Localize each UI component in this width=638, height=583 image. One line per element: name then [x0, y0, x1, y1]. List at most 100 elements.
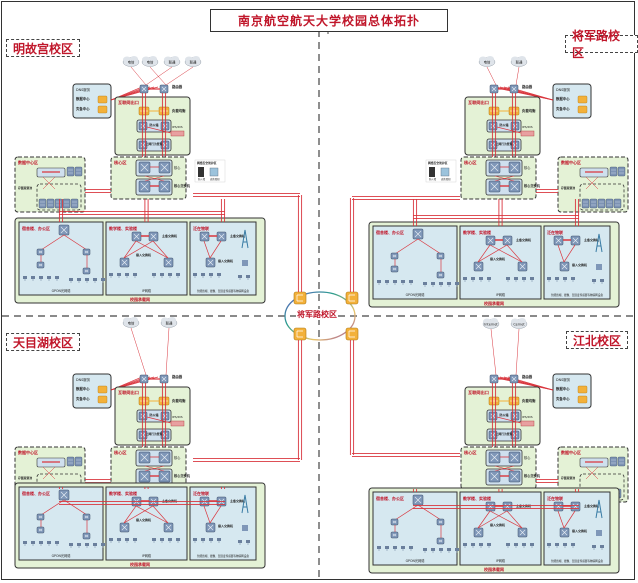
core-switch-icon-glyph — [160, 182, 169, 191]
load-balancer-label: 负载均衡 — [172, 398, 186, 403]
ips-link — [496, 416, 522, 424]
isp-link — [165, 327, 170, 376]
access-link — [152, 505, 169, 524]
terminal-icon — [479, 277, 483, 280]
terminal-icon — [401, 546, 405, 549]
terminal-icon — [217, 538, 221, 541]
agg-switch-icon-glyph — [555, 237, 562, 244]
storage-server-icon — [38, 198, 47, 209]
isp-cloud-label: Internet — [484, 323, 498, 327]
access-zone-panel — [459, 225, 542, 300]
access-zone-title: 泛在物联 — [547, 229, 563, 235]
terminal-icon — [522, 277, 526, 280]
iot-terminal-icon — [246, 540, 250, 543]
terminal-icon — [47, 541, 51, 544]
access-switch-label: 接入交换机 — [490, 522, 505, 527]
core-router-icon-glyph — [490, 453, 499, 462]
behavior-mgmt-icon-glyph — [162, 142, 168, 148]
access-switch-label: 接入交换机 — [136, 517, 151, 522]
access-link — [152, 240, 169, 259]
dc-server-icon — [74, 166, 83, 177]
campus-label-bl: 天目湖校区 — [6, 333, 81, 351]
iot-terminal-icon — [238, 540, 242, 543]
terminal-icon — [431, 548, 435, 551]
agg-switch-icon-glyph — [218, 233, 225, 240]
load-balancer-icon-glyph — [490, 108, 498, 114]
terminal-icon — [23, 541, 27, 544]
terminal-icon — [377, 280, 381, 283]
olt-icon-glyph — [414, 230, 422, 238]
dns-server-icon — [577, 105, 588, 114]
isp-cloud: 电信 — [478, 56, 496, 67]
security-item: 态势感知 — [210, 177, 220, 181]
router-icon-glyph — [141, 86, 147, 92]
isp-cloud-label: 电信 — [484, 60, 491, 65]
dc-server-icon — [66, 166, 75, 177]
splitter-icon-glyph — [84, 250, 89, 254]
isp-cloud: 联通 — [510, 56, 528, 67]
access-zone-title: 泛在物联 — [547, 495, 563, 501]
terminal-icon — [377, 546, 381, 549]
agg-switch-label: 主备交换机 — [584, 503, 599, 508]
access-zone-panel — [105, 486, 188, 561]
access-zone-caption: IP网络 — [142, 288, 152, 293]
access-zone-caption: GPON光网络 — [406, 292, 426, 297]
router-icon-glyph — [161, 376, 167, 382]
dc-cross-link — [585, 176, 599, 190]
isp-link — [130, 327, 147, 376]
ips-icon — [520, 420, 535, 427]
isp-cloud: 电信 — [122, 56, 140, 67]
access-network: 校园承载网宿舍楼、办公区GPON光网络教学楼、实验楼IP网络主备交换机接入交换机… — [14, 482, 266, 569]
storage-server-icon — [54, 198, 63, 209]
access-link — [563, 510, 576, 529]
access-link — [135, 505, 169, 524]
behavior-mgmt-icon-glyph — [140, 142, 146, 148]
storage-label: 存储资源池 — [18, 476, 32, 480]
security-title: 网络安全防护区 — [197, 161, 217, 165]
terminal-icon — [31, 276, 35, 279]
iot-terminal-icon — [600, 545, 604, 548]
dns-server-icon — [97, 395, 108, 404]
behavior-mgmt-icon-glyph — [490, 432, 496, 438]
core-router-icon-glyph — [140, 453, 149, 462]
dns-title: DNS服务 — [76, 377, 91, 382]
core-title: 核心区 — [114, 159, 127, 166]
core-title: 核心区 — [114, 449, 127, 456]
access-link — [123, 240, 154, 259]
terminal-icon — [193, 273, 197, 276]
load-balancer-icon-glyph — [140, 108, 148, 114]
firewall-label: 防火墙 — [499, 412, 508, 417]
iot-terminal-icon — [592, 545, 596, 548]
security-zone: 网络安全防护区防火墙态势感知 — [194, 159, 226, 183]
onu-icon-glyph — [38, 263, 43, 267]
dc-cross-link — [585, 466, 599, 480]
backbone-ring — [284, 291, 356, 341]
storage-label: 存储资源池 — [18, 186, 32, 190]
storage-label: 存储资源池 — [561, 476, 575, 480]
backbone-node-glyph — [296, 294, 303, 302]
dc-cross-link — [42, 176, 56, 190]
storage-server-icon — [46, 198, 55, 209]
terminal-icon — [201, 273, 205, 276]
terminal-icon — [55, 276, 59, 279]
access-link — [203, 505, 211, 524]
terminal-icon — [530, 543, 534, 546]
iot-device-icon — [596, 264, 602, 270]
terminal-icon — [514, 277, 518, 280]
agg-switch-icon-glyph — [572, 237, 579, 244]
cloud-icon-puff — [511, 318, 519, 325]
access-link — [477, 510, 491, 529]
router-icon-glyph — [491, 376, 497, 382]
splitter-icon-glyph — [38, 515, 43, 519]
agg-switch-label: 主备交换机 — [230, 233, 245, 238]
core-title: 核心区 — [464, 449, 477, 456]
terminal-icon — [133, 538, 137, 541]
ips-label: IPS/IDS — [522, 125, 533, 129]
access-switch-icon-glyph — [475, 529, 482, 536]
terminal-icon — [39, 541, 43, 544]
